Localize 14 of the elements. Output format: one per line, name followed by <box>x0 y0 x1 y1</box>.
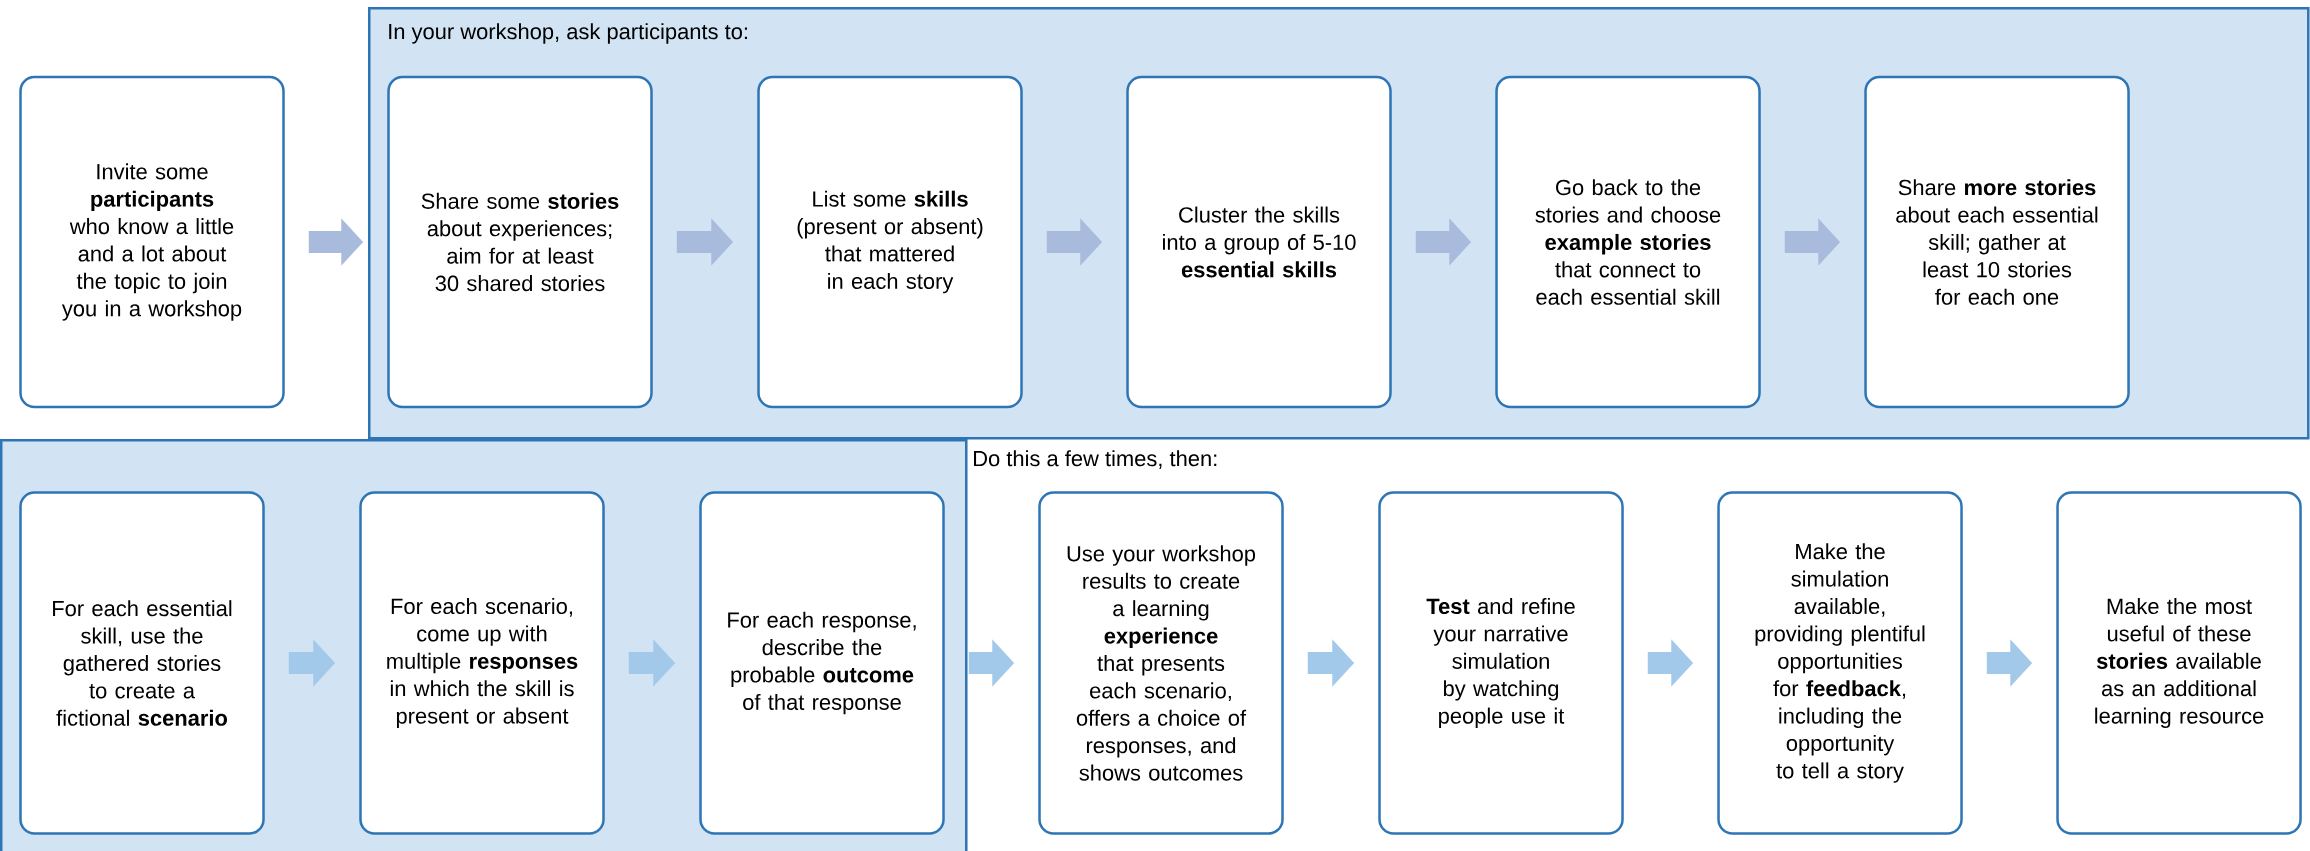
step-box: Make the most useful of these stories available as an additional learning resource <box>2056 491 2302 835</box>
note-text: Do this a few times, then: <box>974 450 1217 469</box>
step-box: Cluster the skills into a group of 5-10 essential skills <box>1126 75 1392 409</box>
step-box: Share some stories about experiences; aim for at least 30 shared stories <box>387 75 653 409</box>
step-box: List some skills (present or absent) that mattered in each story <box>757 75 1023 409</box>
step-box: Invite some participants who know a little and a lot about the topic to join you in a workshop <box>19 75 285 409</box>
step-box: Test and refine your narrative simulation by watching people use it <box>1378 491 1624 835</box>
step-box: For each response, describe the probable outcome of that response <box>699 491 945 835</box>
step-box: Share more stories about each essential skill; gather at least 10 stories for each one <box>1864 75 2130 409</box>
step-box: Make the simulation available, providing plentiful opportunities for feedback, including the opportunity to tell a story <box>1717 491 1963 835</box>
step-box: For each scenario, come up with multiple responses in which the skill is present or absent <box>359 491 605 835</box>
step-box: For each essential skill, use the gathered stories to create a fictional scenario <box>19 491 265 835</box>
step-box: Go back to the stories and choose example stories that connect to each essential skill <box>1495 75 1761 409</box>
step-box: Use your workshop results to create a learning experience that presents each scenario, offers a choice of responses, and shows outcomes <box>1038 491 1284 835</box>
